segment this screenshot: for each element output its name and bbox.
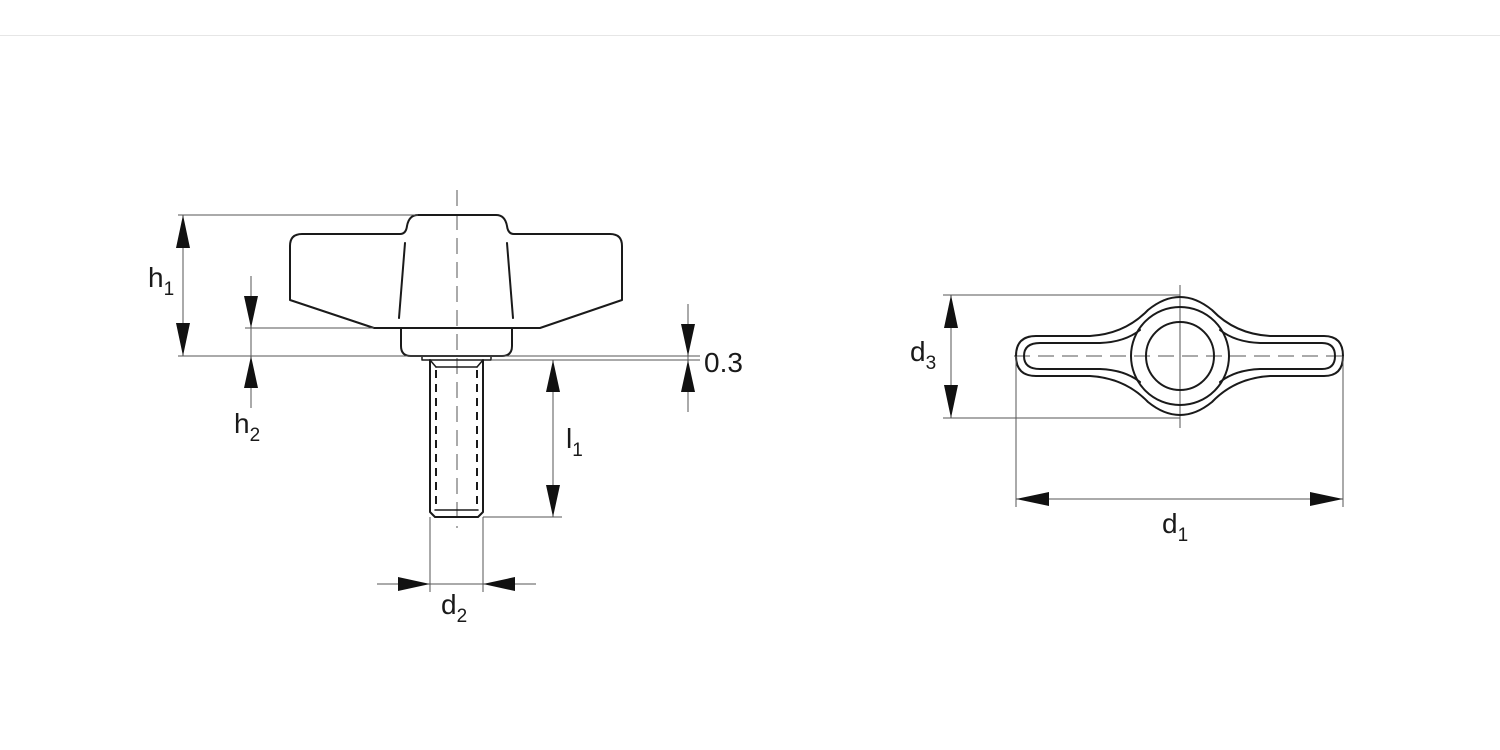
stud-chamfer-tr xyxy=(476,359,484,368)
arrow-icon xyxy=(681,360,695,392)
side-view: h1 h2 0.3 l1 d2 xyxy=(148,190,743,627)
arrow-icon xyxy=(944,295,958,328)
header-divider xyxy=(0,35,1500,36)
knob-body xyxy=(289,214,623,329)
hub-outer-circle xyxy=(1130,306,1230,406)
arrow-icon xyxy=(244,296,258,328)
d1-label: d1 xyxy=(1162,508,1188,546)
arrow-icon xyxy=(176,215,190,248)
wing-outline-outer xyxy=(1015,296,1344,416)
arrow-icon xyxy=(546,360,560,392)
hub-inner-circle xyxy=(1145,321,1215,391)
stud-chamfer-tl xyxy=(429,359,437,368)
arrow-icon xyxy=(176,323,190,356)
threaded-stud xyxy=(429,359,484,518)
arrow-icon xyxy=(1310,492,1343,506)
d2-label: d2 xyxy=(441,589,467,627)
l1-label: l1 xyxy=(566,423,583,461)
arrow-icon xyxy=(944,385,958,418)
gap-label: 0.3 xyxy=(704,347,743,378)
arrow-icon xyxy=(244,356,258,388)
h1-label: h1 xyxy=(148,262,174,300)
arrow-icon xyxy=(546,485,560,517)
d3-label: d3 xyxy=(910,336,936,374)
h2-label: h2 xyxy=(234,408,260,446)
arrow-icon xyxy=(681,324,695,356)
arrow-icon xyxy=(483,577,515,591)
arrow-icon xyxy=(1016,492,1049,506)
arrow-icon xyxy=(398,577,430,591)
knob-taper-right xyxy=(506,242,514,319)
knob-taper-left xyxy=(398,242,406,319)
top-view: d3 d1 xyxy=(910,285,1346,546)
